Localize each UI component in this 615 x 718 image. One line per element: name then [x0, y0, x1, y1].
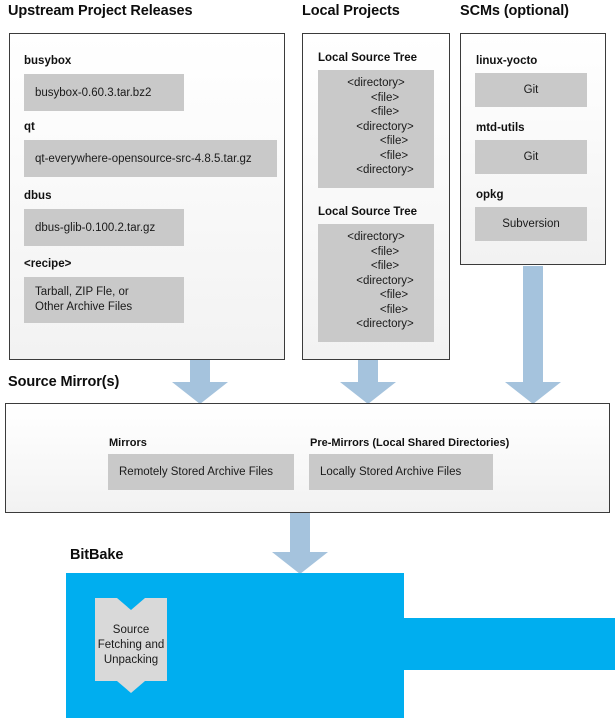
chip-recipe-line2: Other Archive Files — [35, 301, 133, 313]
heading-local-projects: Local Projects — [302, 3, 400, 19]
chip-busybox-archive: busybox-0.60.3.tar.bz2 — [24, 74, 184, 111]
chip-locally-stored-archive-files: Locally Stored Archive Files — [309, 454, 493, 490]
label-qt: qt — [24, 121, 35, 133]
tree-node: <directory> — [356, 164, 414, 176]
arrow-scms-to-mirrors — [505, 266, 561, 404]
chip-qt-archive: qt-everywhere-opensource-src-4.8.5.tar.g… — [24, 140, 277, 177]
label-pre-mirrors: Pre-Mirrors (Local Shared Directories) — [310, 437, 510, 449]
panel-source-mirrors: Mirrors Remotely Stored Archive Files Pr… — [5, 403, 610, 513]
panel-upstream-project-releases: busybox busybox-0.60.3.tar.bz2 qt qt-eve… — [9, 33, 285, 360]
tree-node: <directory> — [347, 77, 405, 89]
tree-node: <directory> — [356, 274, 414, 287]
bitbake-process-block — [66, 573, 615, 718]
tree-node: <file> — [379, 135, 409, 147]
task-source-fetching-and-unpacking: Source Fetching and Unpacking — [95, 598, 167, 693]
heading-source-mirrors: Source Mirror(s) — [8, 374, 120, 390]
tree-node: <file> — [370, 245, 400, 258]
chip-dbus-archive: dbus-glib-0.100.2.tar.gz — [24, 209, 184, 246]
tree-node: <directory> — [347, 231, 405, 243]
label-mtd-utils: mtd-utils — [476, 122, 525, 134]
label-mirrors: Mirrors — [109, 437, 147, 449]
chip-mtd-utils-scm: Git — [475, 140, 587, 174]
tree-node: <file> — [370, 106, 400, 118]
chip-recipe-archive: Tarball, ZIP Fle, or Other Archive Files — [24, 277, 184, 323]
label-linux-yocto: linux-yocto — [476, 55, 538, 67]
panel-scms: linux-yocto Git mtd-utils Git opkg Subve… — [460, 33, 606, 265]
tree-node: <file> — [370, 260, 400, 272]
chip-remotely-stored-archive-files: Remotely Stored Archive Files — [108, 454, 294, 490]
tree-local-source-tree-1: <directory> <file> <file> <directory> <f… — [318, 70, 434, 188]
heading-upstream-project-releases: Upstream Project Releases — [8, 3, 193, 19]
heading-scms: SCMs (optional) — [460, 3, 569, 19]
heading-bitbake: BitBake — [70, 547, 124, 563]
tree-node: <file> — [379, 149, 409, 162]
label-local-source-tree-1: Local Source Tree — [318, 52, 418, 64]
label-busybox: busybox — [24, 55, 72, 67]
chip-recipe-line1: Tarball, ZIP Fle, or — [35, 286, 129, 298]
chip-linux-yocto-scm: Git — [475, 73, 587, 107]
tree-node: <file> — [379, 289, 409, 301]
arrow-upstream-to-mirrors — [172, 360, 228, 404]
tree-local-source-tree-2: <directory> <file> <file> <directory> <f… — [318, 224, 434, 342]
label-local-source-tree-2: Local Source Tree — [318, 206, 418, 218]
label-opkg: opkg — [476, 189, 504, 201]
tree-node: <file> — [379, 303, 409, 316]
tree-node: <directory> — [356, 120, 414, 133]
label-recipe: <recipe> — [24, 258, 72, 270]
arrow-local-projects-to-mirrors — [340, 360, 396, 404]
panel-local-projects: Local Source Tree <directory> <file> <fi… — [302, 33, 450, 360]
arrow-mirrors-to-bitbake — [272, 513, 328, 574]
label-dbus: dbus — [24, 190, 52, 202]
tree-node: <file> — [370, 91, 400, 104]
tree-node: <directory> — [356, 318, 414, 330]
chip-opkg-scm: Subversion — [475, 207, 587, 241]
